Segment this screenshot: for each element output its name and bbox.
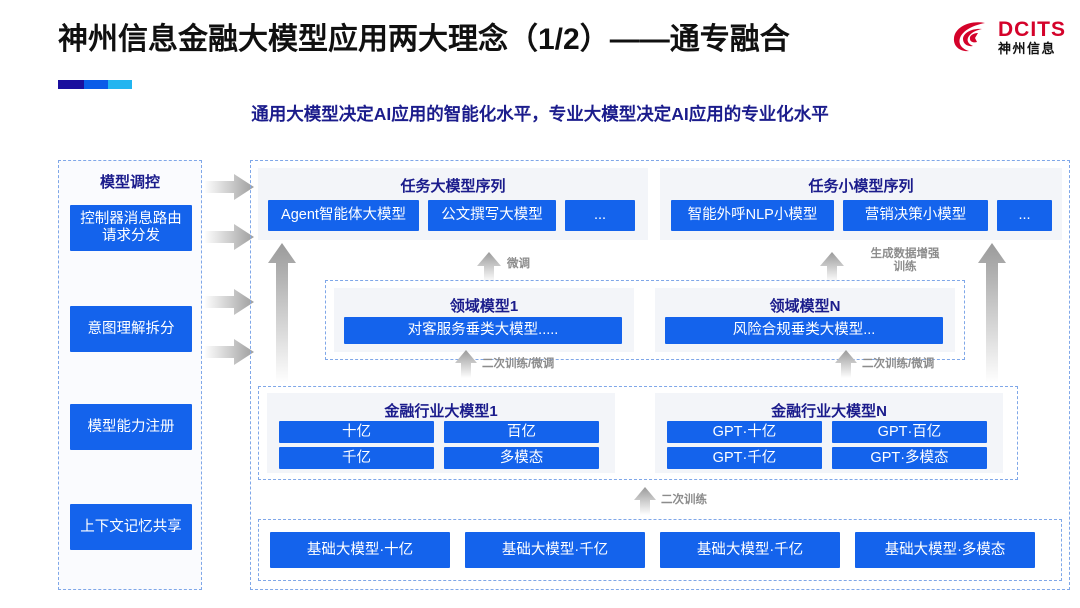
industry-model-n-item-2[interactable]: GPT·百亿 [832,421,987,443]
foundation-model-item-2[interactable]: 基础大模型·千亿 [465,532,645,568]
page-title: 神州信息金融大模型应用两大理念（1/2）——通专融合 [58,23,790,56]
industry-model-n-item-3[interactable]: GPT·千亿 [667,447,822,469]
logo-cn-text: 神州信息 [998,41,1057,56]
industry-model-n-panel: 金融行业大模型N GPT·十亿 GPT·百亿 GPT·千亿 GPT·多模态 [655,393,1003,473]
foundation-model-item-3[interactable]: 基础大模型·千亿 [660,532,840,568]
industry-model-1-title: 金融行业大模型1 [384,403,498,420]
domain-model-1-item[interactable]: 对客服务垂类大模型..... [344,317,622,344]
flow-arrow-up-retrain-center [634,487,656,515]
arrow-label-data-aug-line2: 训练 [893,261,917,274]
task-small-title: 任务小模型序列 [808,178,914,195]
flow-arrow-up-retrain-left [455,350,477,378]
domain-model-n-panel: 领域模型N 风险合规垂类大模型... [655,288,955,352]
accent-segment-2 [84,80,108,89]
task-large-panel: 任务大模型序列 Agent智能体大模型 公文撰写大模型 ... [258,168,648,240]
task-large-item-more[interactable]: ... [565,200,635,231]
task-small-panel: 任务小模型序列 智能外呼NLP小模型 营销决策小模型 ... [660,168,1062,240]
flow-arrow-up-finetune [477,252,501,282]
flow-arrow-up-long-right [978,243,1006,383]
accent-segment-3 [108,80,132,89]
accent-segment-1 [58,80,84,89]
task-small-item-more[interactable]: ... [997,200,1052,231]
foundation-model-item-4[interactable]: 基础大模型·多模态 [855,532,1035,568]
arrow-label-retrain: 二次训练 [661,494,707,506]
industry-model-1-item-2[interactable]: 百亿 [444,421,599,443]
foundation-model-region: 基础大模型·十亿 基础大模型·千亿 基础大模型·千亿 基础大模型·多模态 [258,519,1062,581]
control-panel: 模型调控 控制器消息路由请求分发 意图理解拆分 模型能力注册 上下文记忆共享 [58,160,202,590]
industry-model-1-item-1[interactable]: 十亿 [279,421,434,443]
flow-arrow-right-4 [204,339,254,365]
industry-model-region: 金融行业大模型1 十亿 百亿 千亿 多模态 金融行业大模型N GPT·十亿 GP… [258,386,1018,480]
task-large-item-doc[interactable]: 公文撰写大模型 [428,200,556,231]
domain-model-1-title: 领域模型1 [449,298,519,315]
control-item-intent[interactable]: 意图理解拆分 [70,306,192,352]
task-large-title: 任务大模型序列 [400,178,506,195]
logo-en-text: DCITS [998,18,1066,41]
industry-model-n-item-4[interactable]: GPT·多模态 [832,447,987,469]
industry-model-1-item-4[interactable]: 多模态 [444,447,599,469]
accent-bar [58,80,132,89]
domain-model-n-item[interactable]: 风险合规垂类大模型... [665,317,943,344]
industry-model-1-item-3[interactable]: 千亿 [279,447,434,469]
arrow-label-retrain-tune-right: 二次训练/微调 [862,358,935,370]
flow-arrow-up-data-aug [820,252,844,282]
foundation-model-item-1[interactable]: 基础大模型·十亿 [270,532,450,568]
domain-model-region: 领域模型1 对客服务垂类大模型..... 领域模型N 风险合规垂类大模型... [325,280,965,360]
dcits-swoosh-icon [953,22,985,52]
domain-model-n-title: 领域模型N [769,298,841,315]
task-small-item-marketing[interactable]: 营销决策小模型 [843,200,988,231]
flow-arrow-up-retrain-right [835,350,857,378]
control-item-router[interactable]: 控制器消息路由请求分发 [70,205,192,251]
task-large-item-agent[interactable]: Agent智能体大模型 [268,200,419,231]
flow-arrow-right-2 [204,224,254,250]
industry-model-1-panel: 金融行业大模型1 十亿 百亿 千亿 多模态 [267,393,615,473]
company-logo: DCITS 神州信息 [952,18,1066,56]
industry-model-n-item-1[interactable]: GPT·十亿 [667,421,822,443]
arrow-label-finetune: 微调 [507,258,530,270]
arrow-label-retrain-tune-left: 二次训练/微调 [482,358,555,370]
task-small-item-nlp[interactable]: 智能外呼NLP小模型 [671,200,834,231]
page-subtitle: 通用大模型决定AI应用的智能化水平，专业大模型决定AI应用的专业化水平 [251,104,829,124]
control-panel-title: 模型调控 [99,174,160,191]
industry-model-n-title: 金融行业大模型N [771,403,887,420]
model-stack-region [250,160,1070,590]
arrow-label-data-aug-line1: 生成数据增强 [870,248,940,260]
domain-model-1-panel: 领域模型1 对客服务垂类大模型..... [334,288,634,352]
flow-arrow-right-1 [204,174,254,200]
arrow-label-data-aug: 生成数据增强 训练 [850,248,960,274]
control-item-context[interactable]: 上下文记忆共享 [70,504,192,550]
control-item-registry[interactable]: 模型能力注册 [70,404,192,450]
flow-arrow-right-3 [204,289,254,315]
flow-arrow-up-long-left [268,243,296,383]
